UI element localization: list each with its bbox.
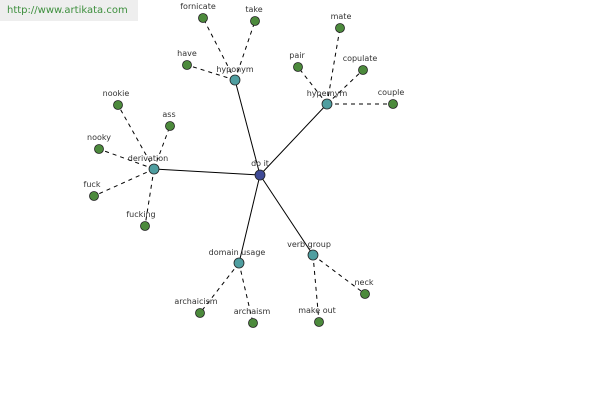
node-make-out[interactable]: make out bbox=[298, 306, 336, 327]
node-verb-group[interactable]: verb group bbox=[287, 240, 331, 261]
node-dot-derivation[interactable] bbox=[148, 163, 160, 175]
node-dot-couple[interactable] bbox=[388, 99, 398, 109]
edge-center-to-domain-usage bbox=[238, 174, 261, 264]
node-label-pair: pair bbox=[289, 51, 305, 60]
node-ass[interactable]: ass bbox=[162, 110, 176, 131]
node-label-domain-usage: domain usage bbox=[209, 248, 266, 257]
node-dot-copulate[interactable] bbox=[358, 65, 368, 75]
node-fuck[interactable]: fuck bbox=[84, 180, 101, 201]
node-dot-nookie[interactable] bbox=[113, 100, 123, 110]
site-url-link[interactable]: http://www.artikata.com bbox=[0, 0, 138, 21]
node-label-have: have bbox=[177, 49, 197, 58]
node-dot-have[interactable] bbox=[182, 60, 192, 70]
edge-center-to-hyponym bbox=[234, 79, 261, 176]
node-label-fuck: fuck bbox=[84, 180, 101, 189]
edge-layer bbox=[93, 17, 393, 324]
node-label-couple: couple bbox=[378, 88, 405, 97]
edge-hypernym-to-copulate bbox=[326, 69, 364, 105]
edge-hyponym-to-have bbox=[186, 64, 236, 81]
edge-hyponym-to-fornicate bbox=[202, 17, 236, 81]
node-dot-pair[interactable] bbox=[293, 62, 303, 72]
edge-domain-usage-to-archaism bbox=[238, 262, 254, 324]
node-derivation[interactable]: derivation bbox=[128, 154, 168, 175]
node-dot-verb-group[interactable] bbox=[307, 249, 319, 261]
edge-hypernym-to-pair bbox=[297, 66, 328, 105]
node-archaism[interactable]: archaism bbox=[234, 307, 271, 328]
node-hyponym[interactable]: hyponym bbox=[216, 65, 254, 86]
node-dot-ass[interactable] bbox=[165, 121, 175, 131]
edge-verb-group-to-make-out bbox=[312, 254, 320, 323]
edge-domain-usage-to-archaicism bbox=[199, 262, 240, 314]
node-neck[interactable]: neck bbox=[354, 278, 374, 299]
node-domain-usage[interactable]: domain usage bbox=[209, 248, 266, 269]
node-dot-fucking[interactable] bbox=[140, 221, 150, 231]
node-nookie[interactable]: nookie bbox=[103, 89, 130, 110]
node-label-hyponym: hyponym bbox=[216, 65, 254, 74]
node-label-fucking: fucking bbox=[126, 210, 155, 219]
node-fornicate[interactable]: fornicate bbox=[180, 2, 216, 23]
edge-hypernym-to-mate bbox=[326, 27, 341, 105]
node-label-make-out: make out bbox=[298, 306, 336, 315]
node-have[interactable]: have bbox=[177, 49, 197, 70]
node-label-take: take bbox=[245, 5, 262, 14]
edge-derivation-to-nooky bbox=[98, 148, 155, 170]
edge-center-to-verb-group bbox=[259, 174, 314, 256]
node-dot-fornicate[interactable] bbox=[198, 13, 208, 23]
node-label-archaicism: archaicism bbox=[174, 297, 217, 306]
node-label-center: do it bbox=[251, 159, 269, 168]
node-label-ass: ass bbox=[162, 110, 175, 119]
node-dot-mate[interactable] bbox=[335, 23, 345, 33]
node-dot-nooky[interactable] bbox=[94, 144, 104, 154]
node-copulate[interactable]: copulate bbox=[343, 54, 378, 75]
node-dot-archaism[interactable] bbox=[248, 318, 258, 328]
node-label-verb-group: verb group bbox=[287, 240, 331, 249]
node-label-nooky: nooky bbox=[87, 133, 111, 142]
node-fucking[interactable]: fucking bbox=[126, 210, 156, 231]
node-label-hypernym: hypernym bbox=[307, 89, 348, 98]
node-label-mate: mate bbox=[331, 12, 352, 21]
node-dot-center[interactable] bbox=[254, 169, 266, 181]
node-dot-hyponym[interactable] bbox=[229, 74, 241, 86]
node-dot-take[interactable] bbox=[250, 16, 260, 26]
node-archaicism[interactable]: archaicism bbox=[174, 297, 218, 318]
node-label-neck: neck bbox=[354, 278, 373, 287]
node-center[interactable]: do it bbox=[251, 159, 269, 181]
node-dot-archaicism[interactable] bbox=[195, 308, 205, 318]
edge-center-to-derivation bbox=[153, 168, 261, 176]
node-dot-hypernym[interactable] bbox=[321, 98, 333, 110]
node-dot-fuck[interactable] bbox=[89, 191, 99, 201]
node-label-nookie: nookie bbox=[103, 89, 130, 98]
node-label-derivation: derivation bbox=[128, 154, 168, 163]
node-dot-neck[interactable] bbox=[360, 289, 370, 299]
node-dot-domain-usage[interactable] bbox=[233, 257, 245, 269]
node-couple[interactable]: couple bbox=[378, 88, 405, 109]
node-hypernym[interactable]: hypernym bbox=[307, 89, 348, 110]
node-take[interactable]: take bbox=[245, 5, 263, 26]
edge-center-to-hypernym bbox=[259, 103, 328, 176]
edge-hyponym-to-take bbox=[234, 20, 256, 81]
node-label-fornicate: fornicate bbox=[180, 2, 216, 11]
node-nooky[interactable]: nooky bbox=[87, 133, 111, 154]
node-dot-make-out[interactable] bbox=[314, 317, 324, 327]
edge-derivation-to-fuck bbox=[93, 168, 155, 197]
edge-derivation-to-fucking bbox=[144, 168, 155, 227]
edge-verb-group-to-neck bbox=[312, 254, 366, 295]
node-mate[interactable]: mate bbox=[331, 12, 352, 33]
node-label-archaism: archaism bbox=[234, 307, 271, 316]
node-pair[interactable]: pair bbox=[289, 51, 305, 72]
node-layer: do it hyponym hypernym derivation domain usa… bbox=[84, 2, 405, 328]
node-label-copulate: copulate bbox=[343, 54, 378, 63]
